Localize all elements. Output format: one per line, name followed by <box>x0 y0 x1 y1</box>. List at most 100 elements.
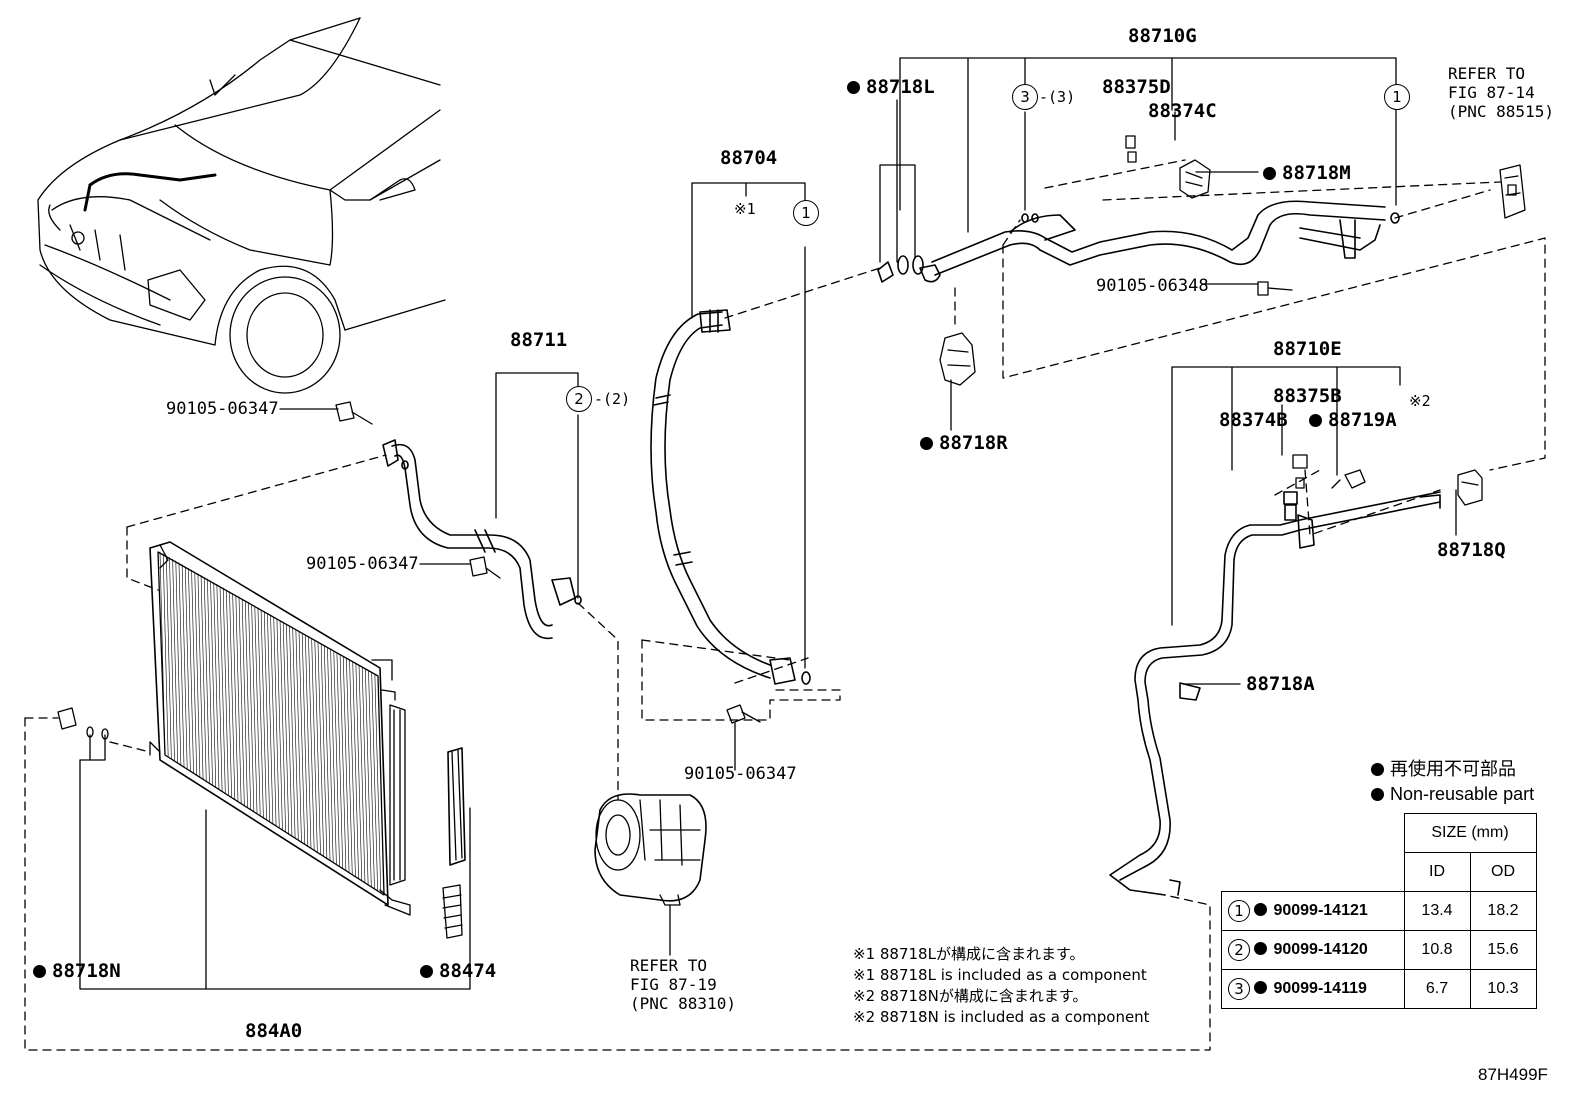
label-88718N: 88718N <box>33 961 121 981</box>
label-88718M: 88718M <box>1263 163 1351 183</box>
condenser-fin <box>314 639 321 855</box>
bolt-90105-06347-a <box>335 401 373 425</box>
condenser-fin <box>178 562 185 768</box>
size-row: 2 90099-14120 10.8 15.6 <box>1221 930 1537 970</box>
condenser-fin <box>371 672 378 892</box>
row-od: 15.6 <box>1469 930 1537 970</box>
label-88718R: 88718R <box>920 433 1008 453</box>
condenser-fin <box>305 634 312 849</box>
condenser-fin <box>241 598 248 809</box>
condenser-fin <box>232 593 239 802</box>
bolt-90105-06348 <box>1257 281 1293 296</box>
pipe-88710G <box>877 200 1400 283</box>
vehicle-illustration <box>37 17 446 394</box>
condenser-fin <box>298 630 305 845</box>
row-circle: 1 <box>1228 900 1250 922</box>
row-od: 10.3 <box>1469 969 1537 1009</box>
clamp-88718Q <box>1457 469 1483 506</box>
condenser-fin <box>245 600 251 811</box>
condenser-fin <box>276 618 283 831</box>
note-mark-2: ※2 <box>1409 392 1431 410</box>
size-header: SIZE (mm) <box>1403 813 1537 853</box>
label-88719A: 88719A <box>1309 410 1397 430</box>
size-row: 3 90099-14119 6.7 10.3 <box>1221 969 1537 1009</box>
condenser-fin <box>254 605 261 817</box>
label-88718L: 88718L <box>847 77 935 97</box>
condenser-fin <box>226 589 232 798</box>
bolt-90105-06347-c <box>726 704 761 724</box>
condenser-fin <box>308 636 315 851</box>
condenser-fin <box>282 621 290 835</box>
label-90105-06347-a: 90105-06347 <box>166 399 279 419</box>
condenser-fin <box>251 603 258 815</box>
condenser-fin <box>342 655 350 873</box>
condenser-fin <box>352 661 359 880</box>
diagram-code: 87H499F <box>1478 1065 1548 1084</box>
condenser-fin <box>175 560 182 766</box>
col-od: OD <box>1469 852 1537 892</box>
circle-3-top: 3 <box>1012 84 1038 110</box>
condenser-fin <box>248 602 255 813</box>
label-88474: 88474 <box>420 961 496 981</box>
leader-lines <box>79 57 1457 990</box>
condenser-fin <box>166 555 172 760</box>
label-88718Q: 88718Q <box>1437 539 1506 561</box>
condenser-fin <box>336 652 344 869</box>
row-id: 10.8 <box>1403 930 1471 970</box>
note-1-en: ※1 88718L is included as a component <box>853 966 1147 984</box>
clamp-88718R <box>939 332 976 386</box>
condenser-fin <box>374 673 382 894</box>
condenser-fin <box>333 650 340 867</box>
condenser-fin <box>162 553 169 758</box>
size-row: 1 90099-14121 13.4 18.2 <box>1221 891 1537 931</box>
condenser-fin <box>368 670 375 890</box>
condenser-fin <box>339 654 347 871</box>
label-88711: 88711 <box>510 329 568 351</box>
condenser-fin <box>323 645 331 861</box>
circle-1-top: 1 <box>1384 84 1410 110</box>
size-table: SIZE (mm) ID OD 1 90099-14121 13.4 18.2 … <box>1221 813 1537 1009</box>
label-88718A: 88718A <box>1246 673 1315 695</box>
condenser-fin <box>273 616 280 829</box>
bolt-90105-06347-b <box>469 556 501 579</box>
label-884A0: 884A0 <box>245 1020 303 1042</box>
hose-88704 <box>650 309 811 685</box>
condenser-fin <box>260 609 267 821</box>
condenser-fin <box>358 664 366 884</box>
condenser-fin <box>257 607 264 819</box>
row-circle: 3 <box>1228 978 1250 1000</box>
row-part: 90099-14121 <box>1254 902 1367 919</box>
condenser-fin <box>377 675 385 896</box>
condenser-fin <box>191 569 198 776</box>
note-2-jp: ※2 88718Nが構成に含まれます。 <box>853 987 1088 1005</box>
note-mark-1: ※1 <box>734 200 756 218</box>
label-90105-06347-c: 90105-06347 <box>684 764 797 784</box>
condenser-fin <box>159 551 166 756</box>
condenser-fin <box>279 619 286 833</box>
note-1-jp: ※1 88718Lが構成に含まれます。 <box>853 945 1085 963</box>
condenser-fin <box>355 663 363 882</box>
condenser-fin <box>235 594 242 804</box>
circle-2: 2 <box>566 386 592 412</box>
valve-88375B <box>1292 454 1308 489</box>
condenser-fin <box>349 659 356 878</box>
condenser-fins <box>159 551 385 896</box>
condenser-fin <box>295 628 302 843</box>
condenser-fin <box>330 648 337 865</box>
condenser-fin <box>213 582 220 790</box>
desiccant-88474 <box>442 747 466 939</box>
condenser-fin <box>188 567 194 774</box>
condenser-fin <box>263 611 271 823</box>
circle-1-hose: 1 <box>793 200 819 226</box>
condenser-fin <box>311 637 318 853</box>
legend-en: Non-reusable part <box>1371 782 1534 806</box>
reference-fig-87-19: REFER TO FIG 87-19 (PNC 88310) <box>630 956 736 1013</box>
condenser-fin <box>286 623 293 837</box>
label-88710G: 88710G <box>1128 25 1197 47</box>
qty-3: -(3) <box>1039 88 1076 106</box>
label-88374B: 88374B <box>1219 409 1288 431</box>
row-id: 13.4 <box>1403 891 1471 931</box>
dashed-connectors <box>24 159 1546 1051</box>
